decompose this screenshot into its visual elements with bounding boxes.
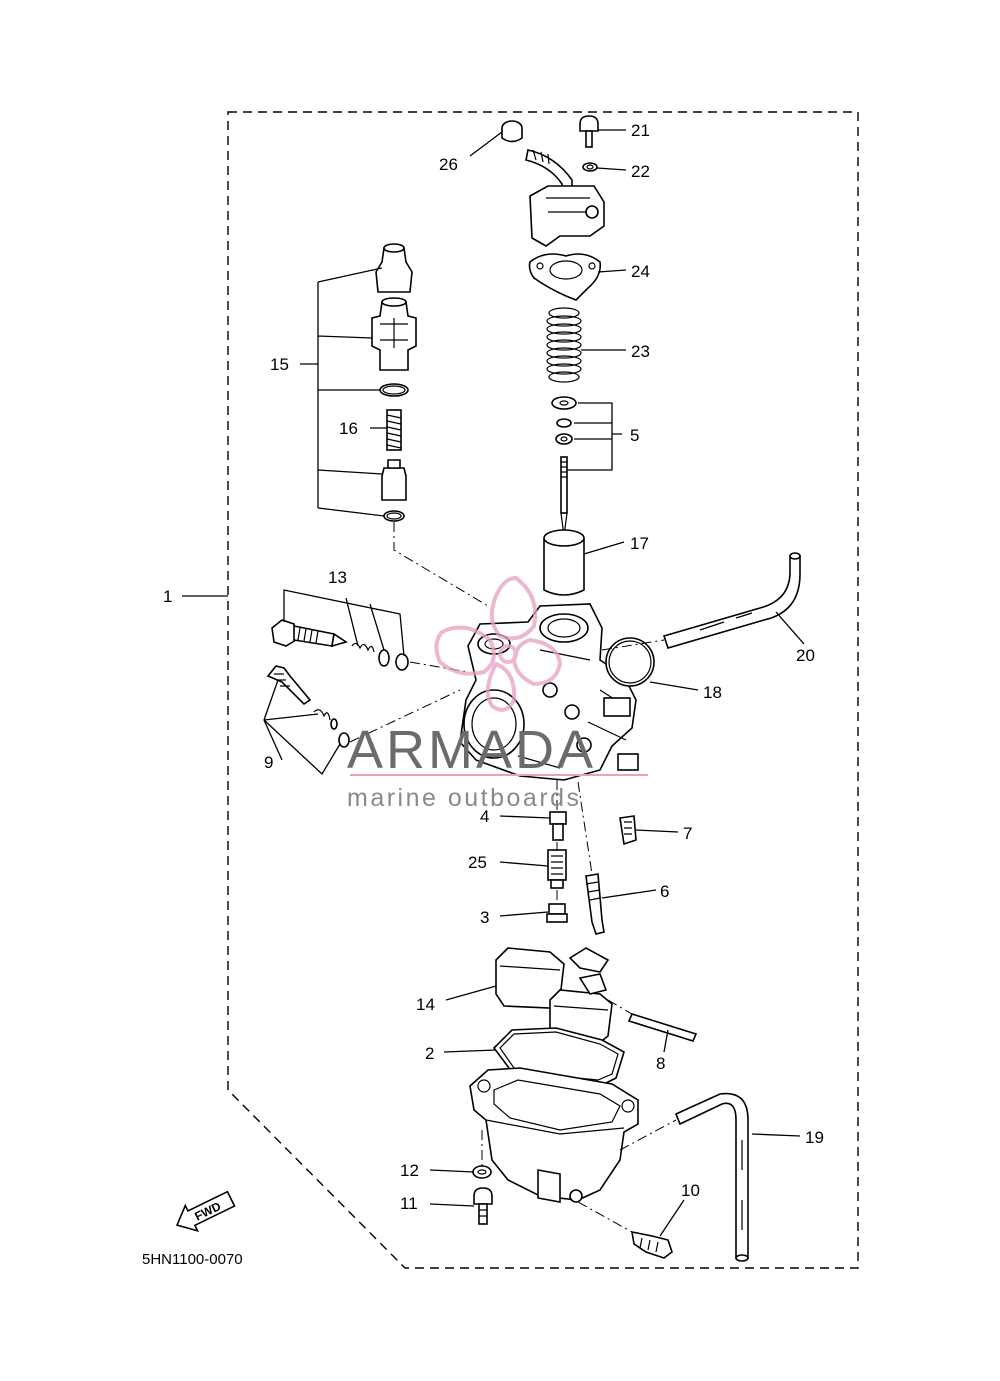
callout-6: 6 xyxy=(660,882,669,901)
leader-6 xyxy=(601,889,657,899)
callout-12: 12 xyxy=(400,1161,419,1180)
callout-9: 9 xyxy=(264,753,273,772)
leader-19 xyxy=(751,1133,801,1137)
leader-18 xyxy=(649,681,699,691)
part-15-nut xyxy=(371,297,417,371)
float-bowl xyxy=(469,1067,639,1203)
part-26-cap xyxy=(501,120,523,143)
part-17-throttle-valve xyxy=(543,529,585,596)
leader-20 xyxy=(775,611,805,645)
callout-21: 21 xyxy=(631,121,650,140)
callout-25: 25 xyxy=(468,853,487,872)
callout-1: 1 xyxy=(163,587,172,606)
part-7-float-valve xyxy=(619,815,637,846)
leader-15 xyxy=(300,267,385,517)
callout-4: 4 xyxy=(480,807,489,826)
part-6-pilot-jet xyxy=(585,873,605,935)
leader-5 xyxy=(567,402,622,471)
callout-5: 5 xyxy=(630,426,639,445)
callout-20: 20 xyxy=(796,646,815,665)
callout-13: 13 xyxy=(328,568,347,587)
assembly-line-left xyxy=(393,522,489,607)
callout-26: 26 xyxy=(439,155,458,174)
callout-22: 22 xyxy=(631,162,650,181)
callout-8: 8 xyxy=(656,1054,665,1073)
part-5-needle-set xyxy=(551,396,577,537)
part-10-drain-screw xyxy=(631,1230,673,1259)
leader-17 xyxy=(583,541,625,555)
leader-25 xyxy=(499,861,549,867)
callout-18: 18 xyxy=(703,683,722,702)
leader-9 xyxy=(263,679,341,776)
part-8-float-pin xyxy=(627,1013,698,1042)
callout-24: 24 xyxy=(631,262,650,281)
callout-14: 14 xyxy=(416,995,435,1014)
watermark: ARMADA marine outboards xyxy=(347,575,648,812)
fwd-arrow-icon: FWD xyxy=(175,1190,236,1232)
part-21-screw xyxy=(579,115,599,148)
part-15-oring-bottom xyxy=(383,510,405,522)
part-13-screw-set xyxy=(271,619,409,671)
leader-3 xyxy=(499,911,549,917)
callout-17: 17 xyxy=(630,534,649,553)
leader-8 xyxy=(663,1029,669,1053)
callout-3: 3 xyxy=(480,908,489,927)
callout-16: 16 xyxy=(339,419,358,438)
leader-24 xyxy=(597,269,627,273)
watermark-brand: ARMADA xyxy=(347,720,596,780)
callout-19: 19 xyxy=(805,1128,824,1147)
part-18-oring xyxy=(605,637,655,687)
leader-14 xyxy=(445,985,497,1001)
assembly-line-10 xyxy=(577,1201,633,1233)
part-9-screw-set xyxy=(266,665,350,748)
callout-11: 11 xyxy=(400,1194,418,1213)
part-15-cap xyxy=(375,243,413,293)
assembly-line-6 xyxy=(577,781,593,875)
leader-11 xyxy=(429,1203,475,1207)
part-15-oring-top xyxy=(379,383,409,397)
callout-15: 15 xyxy=(270,355,289,374)
part-20-hose xyxy=(662,552,801,649)
part-24-gasket xyxy=(528,253,602,301)
part-3-main-jet xyxy=(546,903,568,923)
assembly-boundary xyxy=(227,111,859,1269)
part-25-emulsion-tube xyxy=(547,849,567,889)
part-23-spring xyxy=(546,307,582,383)
leader-9-stub xyxy=(263,719,283,761)
leader-2 xyxy=(443,1049,497,1053)
watermark-tagline: marine outboards xyxy=(347,784,582,812)
part-12-washer xyxy=(472,1165,492,1179)
watermark-logo-icon xyxy=(434,575,563,712)
leader-26 xyxy=(469,131,503,157)
leader-10 xyxy=(659,1199,685,1237)
leader-4 xyxy=(499,815,551,819)
leader-22 xyxy=(596,167,627,171)
callout-2: 2 xyxy=(425,1044,434,1063)
leader-13 xyxy=(283,589,405,657)
part-22-washer xyxy=(582,162,598,172)
diagram-code: 5HN1100-0070 xyxy=(142,1251,243,1268)
assembly-line-9 xyxy=(349,689,461,743)
leader-7 xyxy=(635,829,679,833)
part-4-jet xyxy=(549,811,567,841)
callout-23: 23 xyxy=(631,342,650,361)
assembly-line-8 xyxy=(607,999,633,1015)
callout-10: 10 xyxy=(681,1181,700,1200)
part-15-plunger xyxy=(381,459,407,501)
part-19-hose xyxy=(674,1092,749,1262)
part-16-spring xyxy=(386,409,402,451)
part-11-screw xyxy=(473,1187,493,1225)
part-cover xyxy=(529,185,605,247)
leader-12 xyxy=(429,1169,475,1173)
callout-7: 7 xyxy=(683,824,692,843)
